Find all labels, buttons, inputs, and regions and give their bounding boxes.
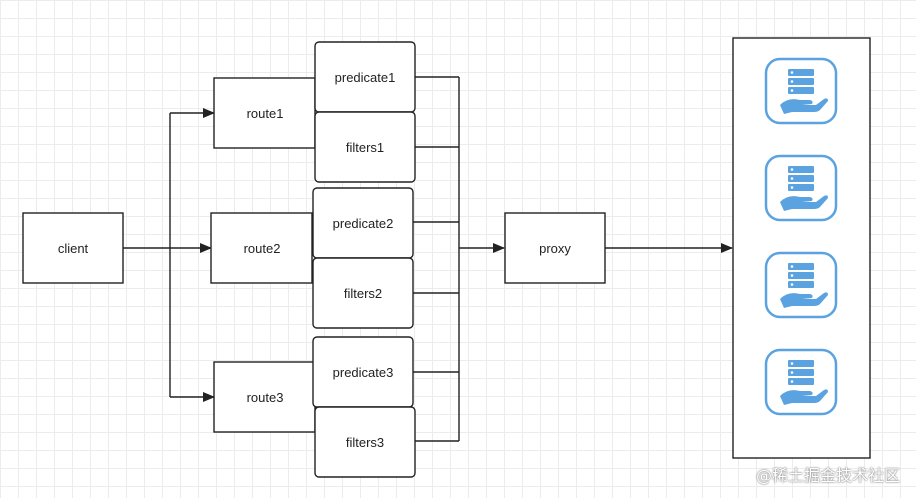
client-node: client (22, 212, 124, 284)
filters2-label: filters2 (344, 286, 382, 301)
route3-node: route3 (213, 361, 316, 433)
server-icon (764, 348, 838, 416)
predicate2-node: predicate2 (312, 187, 414, 259)
route1-label: route1 (247, 106, 284, 121)
server-icon (764, 251, 838, 319)
filters1-label: filters1 (346, 140, 384, 155)
watermark: @稀土掘金技术社区 (755, 466, 900, 485)
predicate3-node: predicate3 (312, 336, 414, 408)
filters1-node: filters1 (314, 111, 416, 183)
route3-label: route3 (247, 390, 284, 405)
server-cluster (732, 37, 871, 459)
predicate1-label: predicate1 (335, 70, 396, 85)
server-icon (764, 154, 838, 222)
filters3-node: filters3 (314, 406, 416, 478)
filters2-node: filters2 (312, 257, 414, 329)
route2-label: route2 (244, 241, 281, 256)
server-icon (764, 57, 838, 125)
predicate2-label: predicate2 (333, 216, 394, 231)
filters3-label: filters3 (346, 435, 384, 450)
route2-node: route2 (210, 212, 313, 284)
route1-node: route1 (213, 77, 316, 149)
predicate3-label: predicate3 (333, 365, 394, 380)
proxy-node: proxy (504, 212, 606, 284)
client-label: client (58, 241, 89, 256)
predicate1-node: predicate1 (314, 41, 416, 113)
proxy-label: proxy (539, 241, 571, 256)
